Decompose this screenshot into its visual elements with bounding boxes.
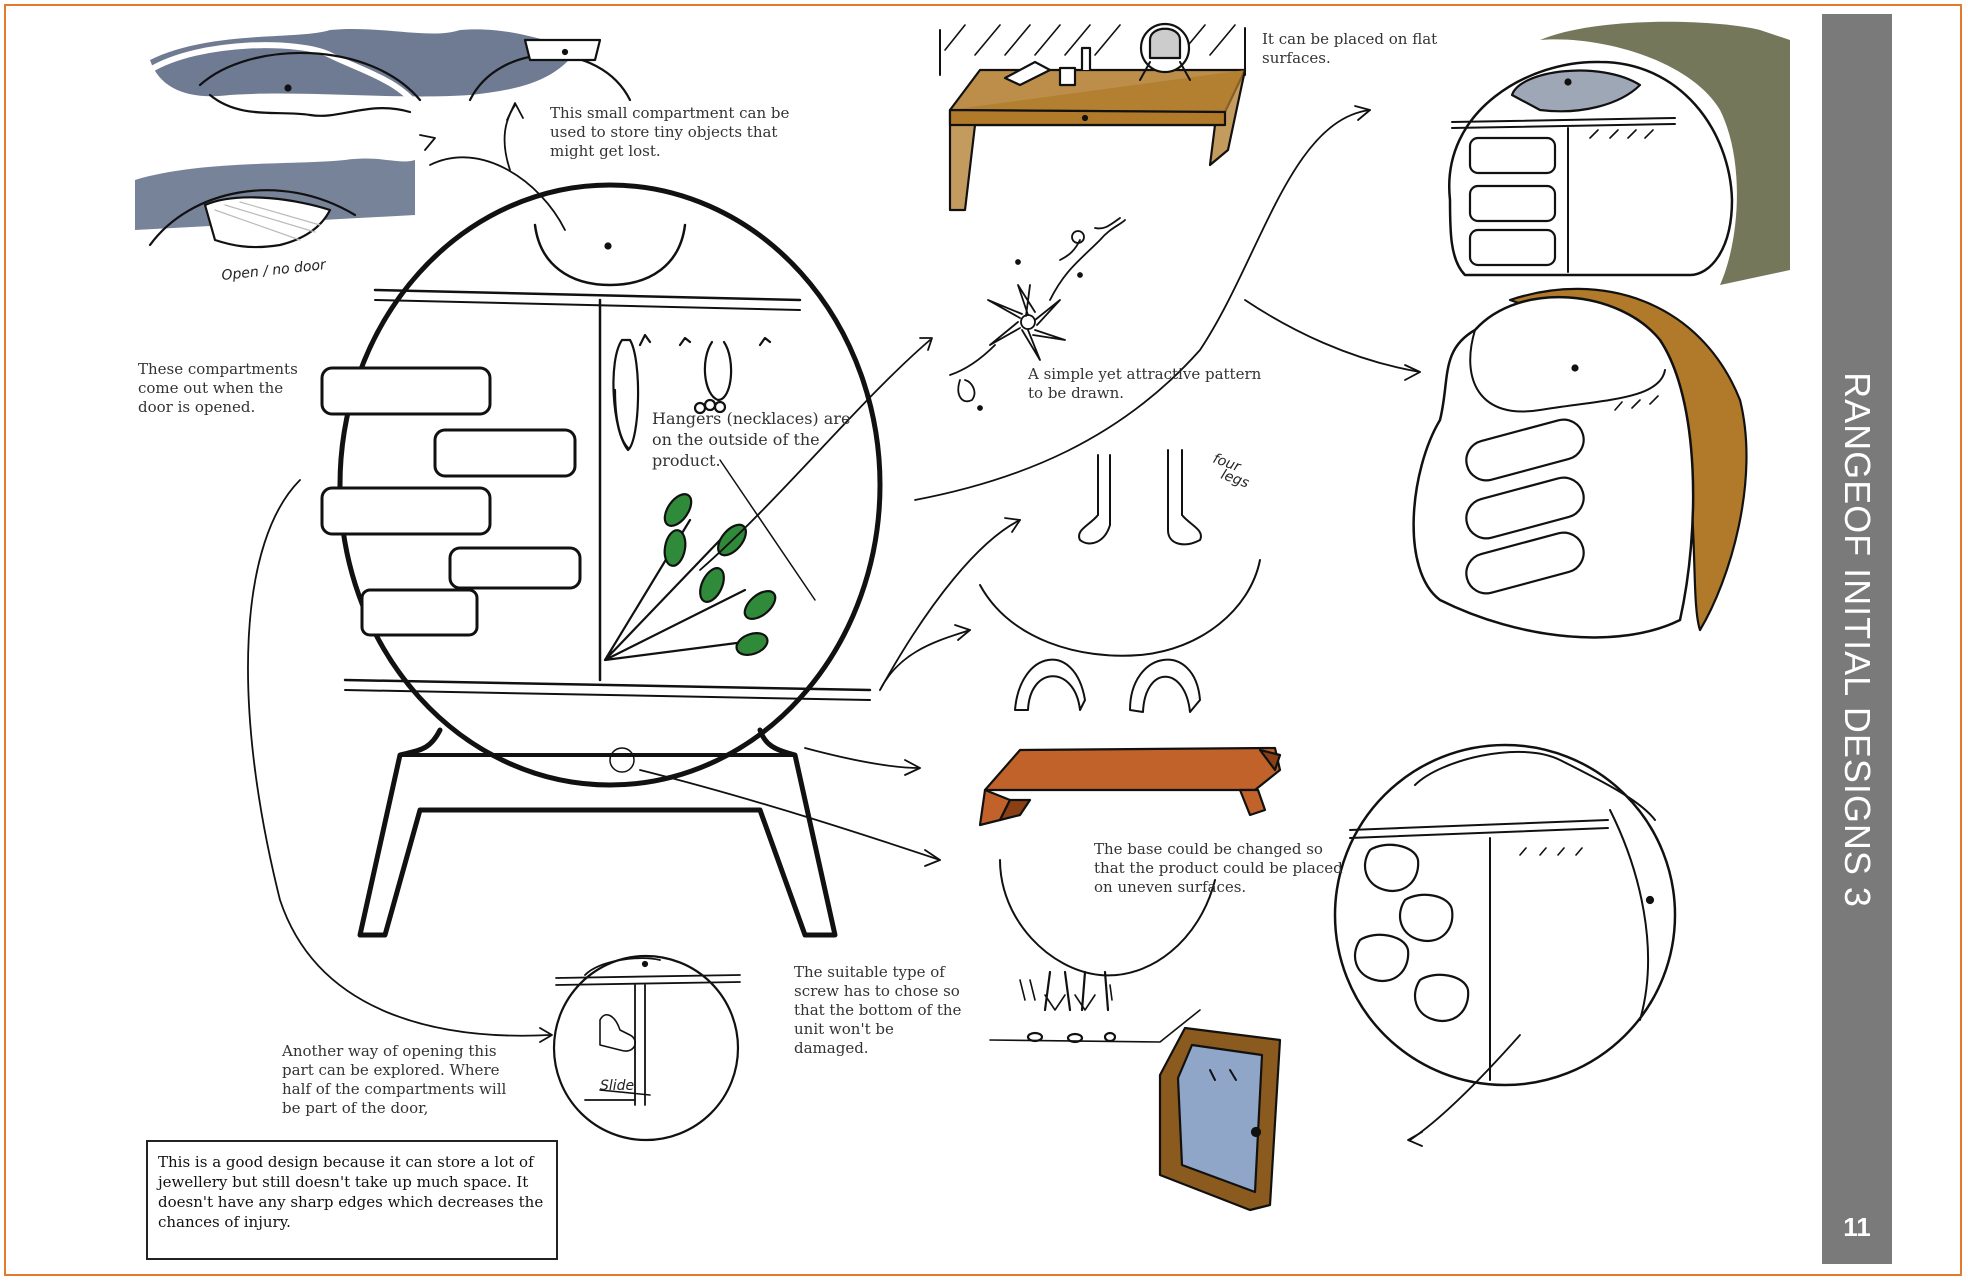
note-compartments-come-out: These compartments come out when the doo… — [138, 360, 298, 417]
note-line: on the outside of the — [652, 429, 850, 450]
drawers-unit-sketch — [1449, 22, 1790, 285]
note-hangers: Hangers (necklaces) are on the outside o… — [652, 408, 850, 471]
summary-line: chances of injury. — [158, 1212, 546, 1232]
note-another-way: Another way of opening this part can be … — [282, 1042, 506, 1118]
open-no-door-label: Open / no door — [221, 257, 328, 284]
slide-door-sketch: Slide — [554, 956, 740, 1140]
summary-line: This is a good design because it can sto… — [158, 1152, 546, 1172]
door-frame-sketch — [1160, 1028, 1280, 1210]
note-line: Hangers (necklaces) are — [652, 408, 850, 429]
note-line: The base could be changed so — [1094, 840, 1343, 859]
open-compartment-sketch: Open / no door — [135, 159, 415, 284]
note-small-compartment: This small compartment can be used to st… — [550, 104, 789, 161]
note-line: unit won't be — [794, 1020, 961, 1039]
note-line: A simple yet attractive pattern — [1028, 365, 1261, 384]
note-line: screw has to chose so — [794, 982, 961, 1001]
note-line: This small compartment can be — [550, 104, 789, 123]
table-sketch — [940, 24, 1245, 210]
note-line: Another way of opening this — [282, 1042, 506, 1061]
summary-box: This is a good design because it can sto… — [146, 1140, 558, 1260]
four-legs-sketch: four legs — [980, 450, 1260, 712]
note-line: to be drawn. — [1028, 384, 1261, 403]
blob-compartments-sketch — [1335, 745, 1675, 1146]
page-number: 11 — [1822, 1212, 1892, 1243]
summary-line: doesn't have any sharp edges which decre… — [158, 1192, 546, 1212]
note-line: on uneven surfaces. — [1094, 878, 1343, 897]
note-pattern: A simple yet attractive pattern to be dr… — [1028, 365, 1261, 403]
note-base-changed: The base could be changed so that the pr… — [1094, 840, 1343, 897]
note-line: that the product could be placed — [1094, 859, 1343, 878]
note-line: might get lost. — [550, 142, 789, 161]
slide-label: Slide — [600, 1078, 634, 1094]
note-line: The suitable type of — [794, 963, 961, 982]
note-line: come out when the — [138, 379, 298, 398]
note-line: damaged. — [794, 1039, 961, 1058]
note-line: door is opened. — [138, 398, 298, 417]
note-flat-surfaces: It can be placed on flat surfaces. — [1262, 30, 1437, 68]
main-circle-unit-sketch — [248, 103, 1420, 1042]
note-line: part can be explored. Where — [282, 1061, 506, 1080]
note-line: used to store tiny objects that — [550, 123, 789, 142]
note-line: be part of the door, — [282, 1099, 506, 1118]
summary-line: jewellery but still doesn't take up much… — [158, 1172, 546, 1192]
note-line: These compartments — [138, 360, 298, 379]
note-line: that the bottom of the — [794, 1001, 961, 1020]
blob-unit-sketch — [1414, 289, 1747, 638]
note-line: half of the compartments will — [282, 1080, 506, 1099]
four-legs-label-line2: legs — [1219, 467, 1251, 492]
note-line: It can be placed on flat — [1262, 30, 1437, 49]
note-screw: The suitable type of screw has to chose … — [794, 963, 961, 1058]
page-title: RANGEOF INITIAL DESIGNS 3 — [1836, 372, 1878, 908]
compartment-detail-sketch-top — [150, 29, 630, 116]
note-line: product. — [652, 450, 850, 471]
note-line: surfaces. — [1262, 49, 1437, 68]
